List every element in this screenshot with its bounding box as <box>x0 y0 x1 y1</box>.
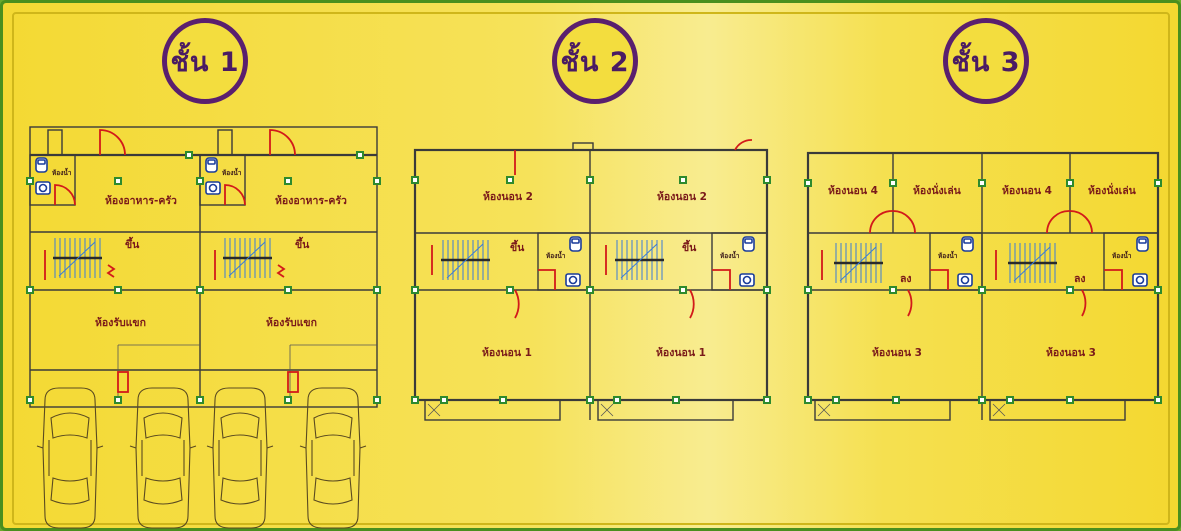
f3-bed4-label-left: ห้องนอน 4 <box>828 184 878 197</box>
f3-down-label-left: ลง <box>900 273 912 285</box>
f1-up-label-left: ขึ้น <box>125 236 140 251</box>
f3-bed3-label-left: ห้องนอน 3 <box>872 346 922 359</box>
f1-wc-label-right: ห้องน้ำ <box>222 167 242 177</box>
floor-3-plan: ห้องนอน 4 ห้องนั่งเล่น ห้องนอน 4 ห้องนั่… <box>804 151 1162 421</box>
floor-3-badge: ชั้น 3 <box>943 18 1029 104</box>
f2-wc-label-right: ห้องน้ำ <box>720 250 740 260</box>
f2-up-label-left: ขึ้น <box>510 239 525 254</box>
f3-wc-label-left: ห้องน้ำ <box>938 250 958 260</box>
f2-up-label-right: ขึ้น <box>682 239 697 254</box>
floor-2-badge: ชั้น 2 <box>552 18 638 104</box>
f2-bed2-label-left: ห้องนอน 2 <box>483 190 533 203</box>
f1-dining-label-left: ห้องอาหาร-ครัว <box>105 194 177 207</box>
inner-border <box>12 12 1170 525</box>
f1-wc-label-left: ห้องน้ำ <box>52 167 72 177</box>
f2-bed1-label-left: ห้องนอน 1 <box>482 346 532 359</box>
f3-bed3-label-right: ห้องนอน 3 <box>1046 346 1096 359</box>
f3-down-label-right: ลง <box>1074 273 1086 285</box>
f2-bed1-label-right: ห้องนอน 1 <box>656 346 706 359</box>
floor-2-plan: ห้องนอน 2 ห้องนอน 2 ขึ้น ขึ้น ห้องน้ำ ห้… <box>411 139 771 421</box>
f1-up-label-right: ขึ้น <box>295 236 310 251</box>
f3-wc-label-right: ห้องน้ำ <box>1112 250 1132 260</box>
f1-living-label-left: ห้องรับแขก <box>95 316 146 329</box>
f2-wc-label-left: ห้องน้ำ <box>546 250 566 260</box>
f3-sitting-label-left: ห้องนั่งเล่น <box>913 182 962 197</box>
floor-1-plan: ห้องอาหาร-ครัว ห้องอาหาร-ครัว ขึ้น ขึ้น … <box>26 126 381 529</box>
f1-dining-label-right: ห้องอาหาร-ครัว <box>275 194 347 207</box>
f1-living-label-right: ห้องรับแขก <box>266 316 317 329</box>
f2-bed2-label-right: ห้องนอน 2 <box>657 190 707 203</box>
f3-bed4-label-right: ห้องนอน 4 <box>1002 184 1052 197</box>
f3-sitting-label-right: ห้องนั่งเล่น <box>1088 182 1137 197</box>
floor-1-badge: ชั้น 1 <box>162 18 248 104</box>
